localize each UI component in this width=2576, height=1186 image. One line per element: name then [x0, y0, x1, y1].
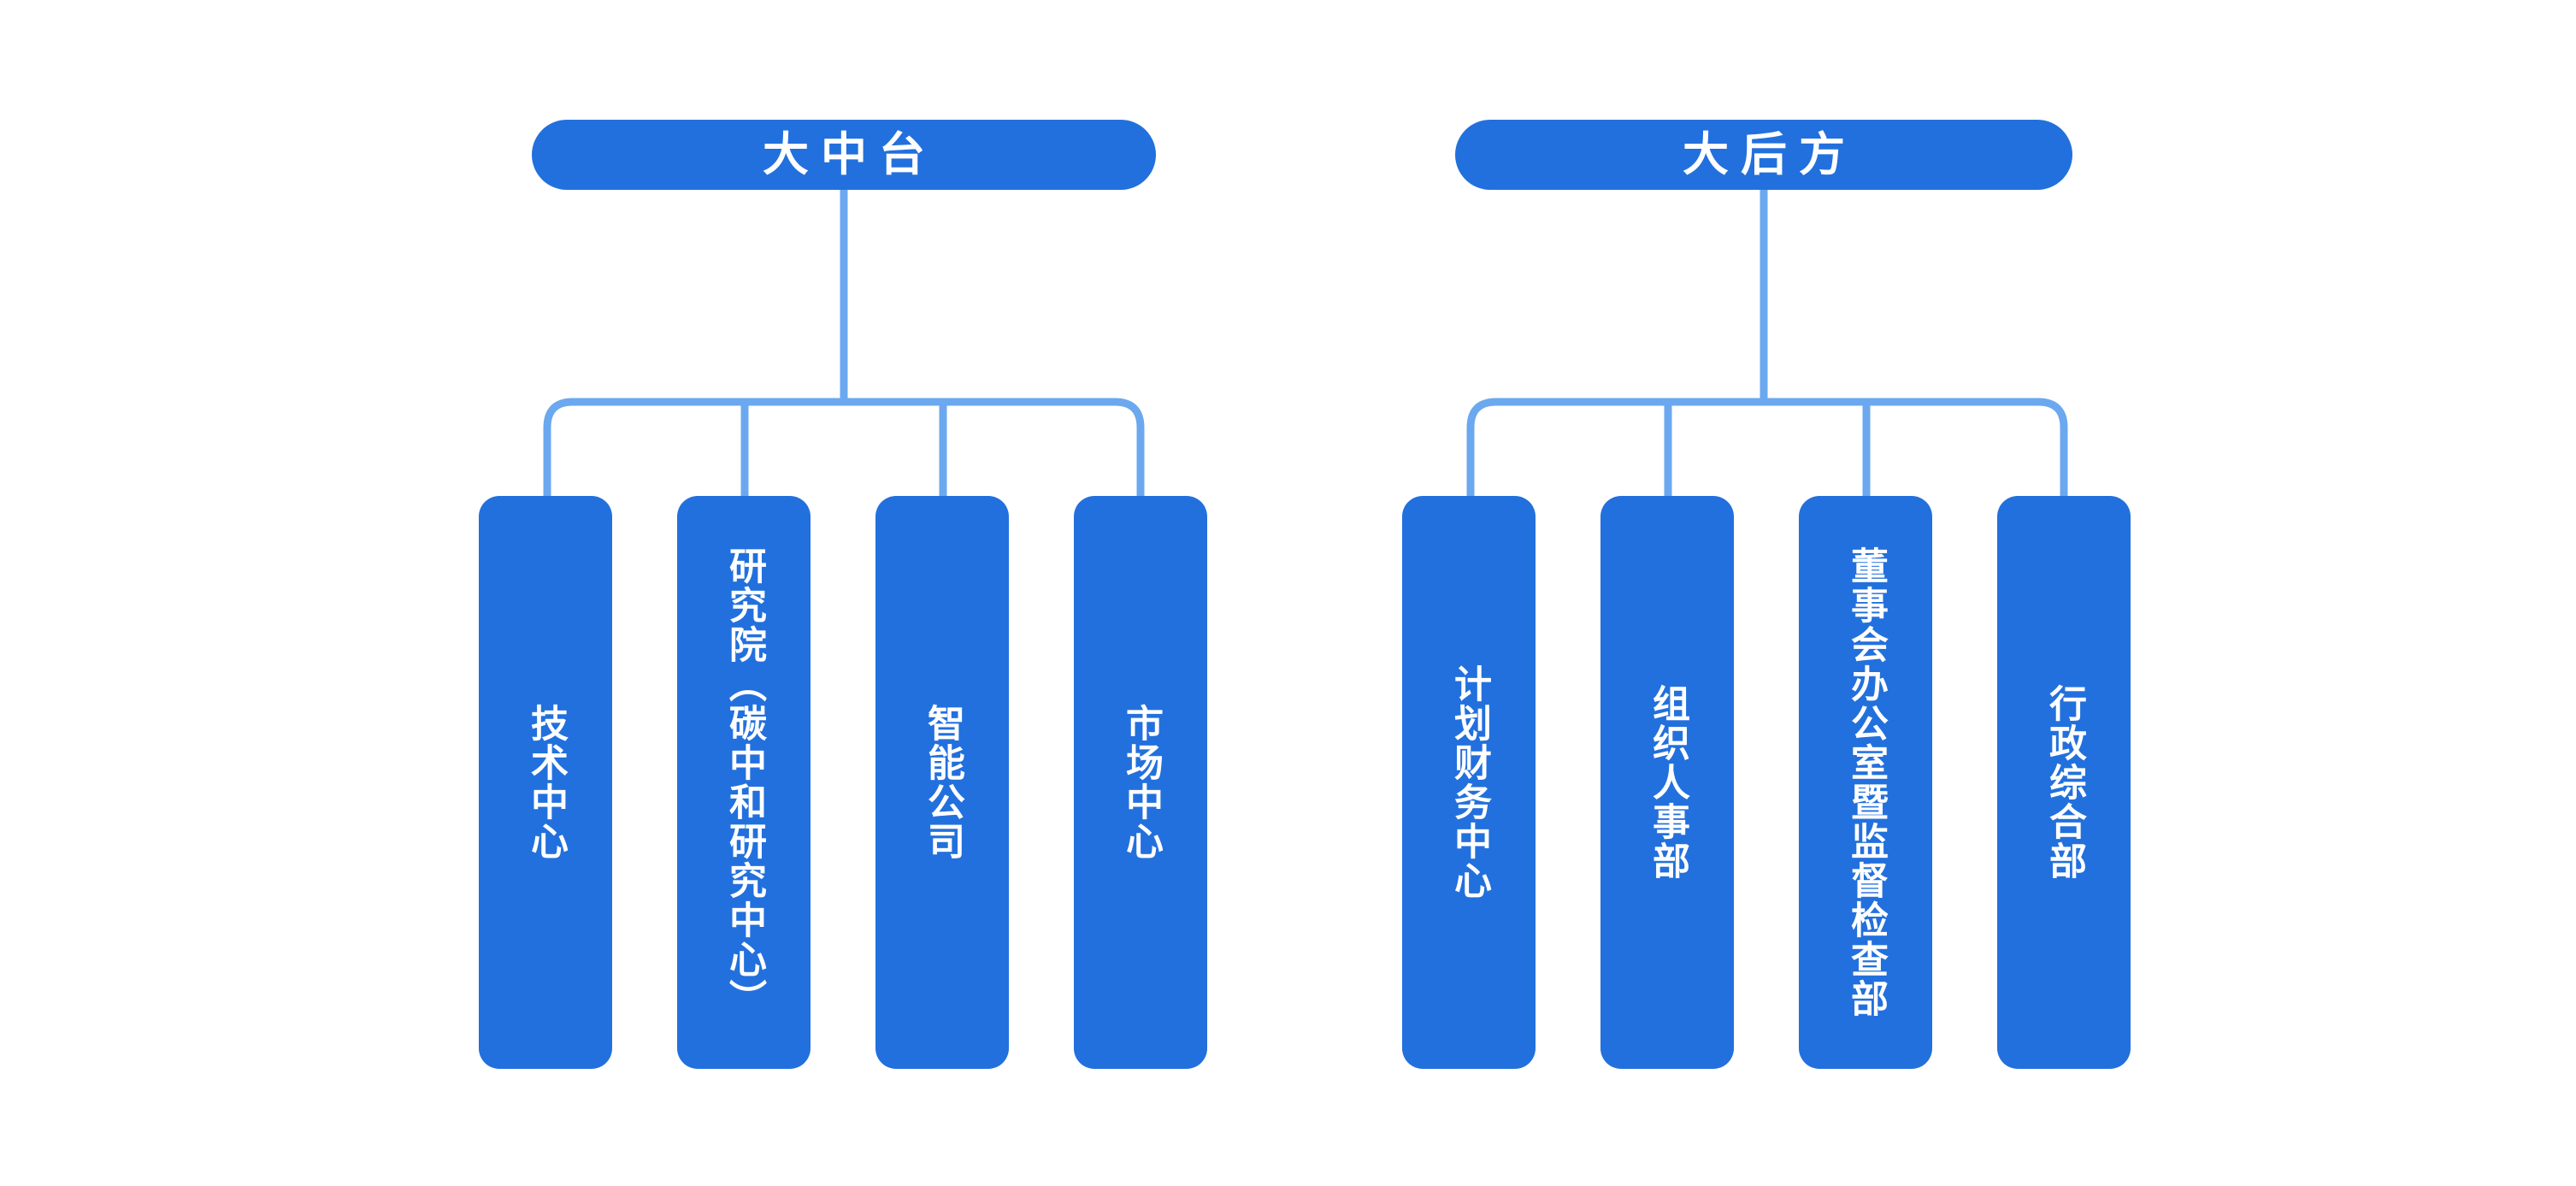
group-header-label: 大中台 [763, 129, 937, 180]
node-admin-department[interactable]: 行政综合部 [1997, 496, 2131, 1069]
node-finance-center[interactable]: 计划财务中心 [1402, 496, 1536, 1069]
group-header-rear-support[interactable]: 大后方 [1455, 120, 2072, 190]
group-header-label: 大后方 [1683, 129, 1857, 180]
node-label: 组织人事部 [1646, 684, 1689, 881]
node-label: 技术中心 [524, 704, 567, 861]
node-label: 智能公司 [921, 704, 964, 861]
node-label: 研究院（碳中和研究中心） [722, 546, 765, 1018]
node-label: 行政综合部 [2043, 684, 2085, 881]
node-intelligent-company[interactable]: 智能公司 [875, 496, 1009, 1069]
node-label: 市场中心 [1119, 704, 1162, 861]
group-1-node-row: 技术中心 研究院（碳中和研究中心） 智能公司 市场中心 [479, 496, 1248, 1069]
node-tech-center[interactable]: 技术中心 [479, 496, 612, 1069]
node-label: 董事会办公室暨监督检查部 [1844, 546, 1887, 1018]
node-label: 计划财务中心 [1447, 664, 1490, 900]
node-research-institute[interactable]: 研究院（碳中和研究中心） [677, 496, 811, 1069]
node-board-office[interactable]: 董事会办公室暨监督检查部 [1799, 496, 1932, 1069]
node-hr-department[interactable]: 组织人事部 [1600, 496, 1734, 1069]
node-market-center[interactable]: 市场中心 [1074, 496, 1207, 1069]
org-group-mid-platform: 大中台 技术中心 研究院（碳中和研究中心） 智能公司 市场中心 [479, 0, 1248, 1186]
group-2-node-row: 计划财务中心 组织人事部 董事会办公室暨监督检查部 行政综合部 [1402, 496, 2172, 1069]
group-header-mid-platform[interactable]: 大中台 [532, 120, 1156, 190]
org-group-rear-support: 大后方 计划财务中心 组织人事部 董事会办公室暨监督检查部 行政综合部 [1402, 0, 2172, 1186]
